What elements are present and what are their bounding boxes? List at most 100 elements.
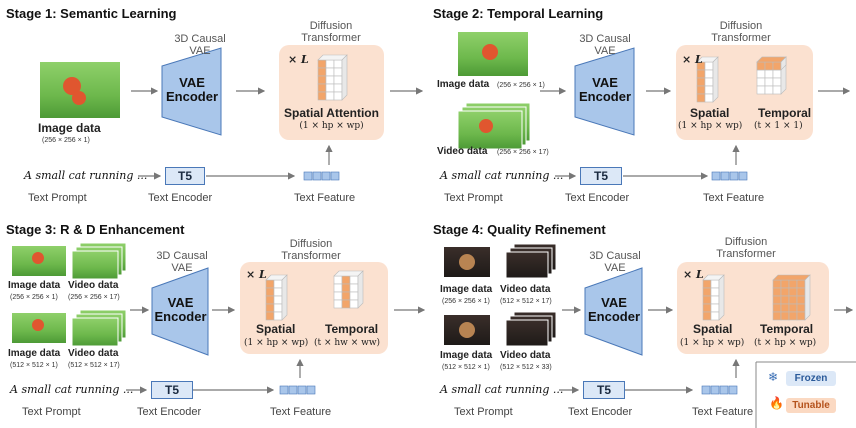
stage3-video-label-1: Video data xyxy=(68,280,119,291)
stage4-spatial-cube xyxy=(702,274,725,321)
stage3-video-dims-1: (256 × 256 × 17) xyxy=(68,294,120,301)
stage1-repeat-label: × L xyxy=(288,53,309,66)
stage2-temporal-formula: (t × 1 × 1) xyxy=(754,121,803,131)
stage4-dt-header: Diffusion Transformer xyxy=(716,236,776,260)
stage4-prompt: A small cat running ... xyxy=(440,383,564,396)
stage2-spatial-cube xyxy=(696,56,719,103)
stage1-dt-header: Diffusion Transformer xyxy=(301,20,361,44)
stage4-t5-block: T5 xyxy=(583,381,625,399)
snowflake-icon: ❄ xyxy=(768,370,779,384)
stage4-temporal-cube xyxy=(772,274,811,321)
stage3-video-thumb-1 xyxy=(71,250,119,280)
stage3-video-label-2: Video data xyxy=(68,348,119,359)
stage1-text-feature-tokens xyxy=(303,171,340,181)
stage3-prompt-caption: Text Prompt xyxy=(22,406,81,418)
stage4-temporal-label: Temporal xyxy=(760,322,814,336)
stage4-image-label-2: Image data xyxy=(440,350,493,361)
stage1-prompt: A small cat running ... xyxy=(24,169,148,182)
stage4-video-dims-1: (512 × 512 × 17) xyxy=(500,298,552,305)
stage3-video-thumb-2 xyxy=(71,317,119,347)
stage3-vae-label: VAE Encoder xyxy=(154,295,207,324)
stage4-t5-caption: Text Encoder xyxy=(568,406,633,418)
stage2-t5-caption: Text Encoder xyxy=(565,192,630,204)
stage2-vae-label: VAE Encoder xyxy=(578,75,631,104)
stage4-spatial-label: Spatial xyxy=(693,322,733,336)
stage1-spatial-cube xyxy=(317,54,348,101)
stage2-prompt: A small cat running ... xyxy=(440,169,564,182)
stage3-image-dims-2: (512 × 512 × 1) xyxy=(10,362,58,369)
stage4-vae-header: 3D Causal VAE xyxy=(589,250,641,274)
stage4-vae-label: VAE Encoder xyxy=(587,295,640,324)
legend-tunable: Tunable xyxy=(786,398,836,413)
stage2-vae-shape xyxy=(574,47,635,136)
stage3-image-label-1: Image data xyxy=(8,280,61,291)
stage4-video-thumb-2 xyxy=(505,319,549,347)
stage3-image-dims-1: (256 × 256 × 1) xyxy=(10,294,58,301)
stage1-title: Stage 1: Semantic Learning xyxy=(6,6,177,21)
stage1-vae-header: 3D Causal VAE xyxy=(174,33,226,57)
stage3-spatial-formula: (1 × hp × wp) xyxy=(244,338,309,348)
stage1-image-dims: (256 × 256 × 1) xyxy=(42,137,90,144)
stage3-vae-shape xyxy=(151,267,209,356)
stage4-temporal-formula: (t × hp × wp) xyxy=(754,338,817,348)
stage3-temporal-label: Temporal xyxy=(325,322,379,336)
stage4-prompt-caption: Text Prompt xyxy=(454,406,513,418)
stage1-feature-caption: Text Feature xyxy=(294,192,356,204)
stage3-dt-header: Diffusion Transformer xyxy=(281,238,341,262)
stage2-temporal-top xyxy=(756,56,787,71)
stage1-prompt-caption: Text Prompt xyxy=(28,192,87,204)
stage4-image-label-1: Image data xyxy=(440,284,493,295)
stage4-feature-caption: Text Feature xyxy=(692,406,754,418)
stage4-image-dims-2: (512 × 512 × 1) xyxy=(442,364,490,371)
stage3-temporal-cube xyxy=(333,270,364,309)
flame-icon: 🔥 xyxy=(769,396,784,410)
stage1-vae-label: VAE Encoder xyxy=(165,75,218,104)
stage4-video-label-1: Video data xyxy=(500,284,551,295)
stage3-t5-caption: Text Encoder xyxy=(137,406,202,418)
stage2-feature-caption: Text Feature xyxy=(703,192,765,204)
stage4-image-dims-1: (256 × 256 × 1) xyxy=(442,298,490,305)
stage2-spatial-formula: (1 × hp × wp) xyxy=(678,121,743,131)
stage3-spatial-label: Spatial xyxy=(256,322,296,336)
stage2-text-feature-tokens xyxy=(711,171,748,181)
stage2-image-label: Image data xyxy=(437,79,490,90)
stage3-repeat-label: × L xyxy=(246,268,267,281)
stage4-video-dims-2: (512 × 512 × 33) xyxy=(500,364,552,371)
stage3-video-dims-2: (512 × 512 × 17) xyxy=(68,362,120,369)
stage2-prompt-caption: Text Prompt xyxy=(444,192,503,204)
stage3-feature-caption: Text Feature xyxy=(270,406,332,418)
stage2-image-dims: (256 × 256 × 1) xyxy=(497,82,545,89)
stage1-attention-formula: (1 × hp × wp) xyxy=(299,121,364,131)
stage3-image-label-2: Image data xyxy=(8,348,61,359)
stage4-title: Stage 4: Quality Refinement xyxy=(433,222,606,237)
stage2-vae-header: 3D Causal VAE xyxy=(579,33,631,57)
stage2-dt-header: Diffusion Transformer xyxy=(711,20,771,44)
stage1-vae-shape xyxy=(161,47,222,136)
stage3-vae-header: 3D Causal VAE xyxy=(156,250,208,274)
stage1-attention-label: Spatial Attention xyxy=(284,106,379,120)
stage2-spatial-label: Spatial xyxy=(690,106,730,120)
stage3-spatial-cube xyxy=(265,274,288,321)
stage3-temporal-formula: (t × hw × ww) xyxy=(314,338,381,348)
stage1-t5-block: T5 xyxy=(165,167,205,185)
stage4-video-label-2: Video data xyxy=(500,350,551,361)
stage2-title: Stage 2: Temporal Learning xyxy=(433,6,604,21)
stage3-text-feature-tokens xyxy=(279,385,316,395)
stage1-image-label: Image data xyxy=(38,121,101,135)
stage1-t5-caption: Text Encoder xyxy=(148,192,213,204)
stage3-title: Stage 3: R & D Enhancement xyxy=(6,222,185,237)
stage2-temporal-label: Temporal xyxy=(758,106,812,120)
stage2-video-label: Video data xyxy=(437,146,488,157)
stage4-vae-shape xyxy=(584,267,643,356)
stage2-video-dims: (256 × 256 × 17) xyxy=(497,149,549,156)
legend-frozen: Frozen xyxy=(786,371,836,386)
stage3-prompt: A small cat running ... xyxy=(10,383,134,396)
stage4-spatial-formula: (1 × hp × wp) xyxy=(680,338,745,348)
stage4-video-thumb-1 xyxy=(505,251,549,279)
stage4-text-feature-tokens xyxy=(701,385,738,395)
stage3-t5-block: T5 xyxy=(151,381,193,399)
stage2-repeat-label: × L xyxy=(682,53,703,66)
stage4-repeat-label: × L xyxy=(683,268,704,281)
stage2-t5-block: T5 xyxy=(580,167,622,185)
